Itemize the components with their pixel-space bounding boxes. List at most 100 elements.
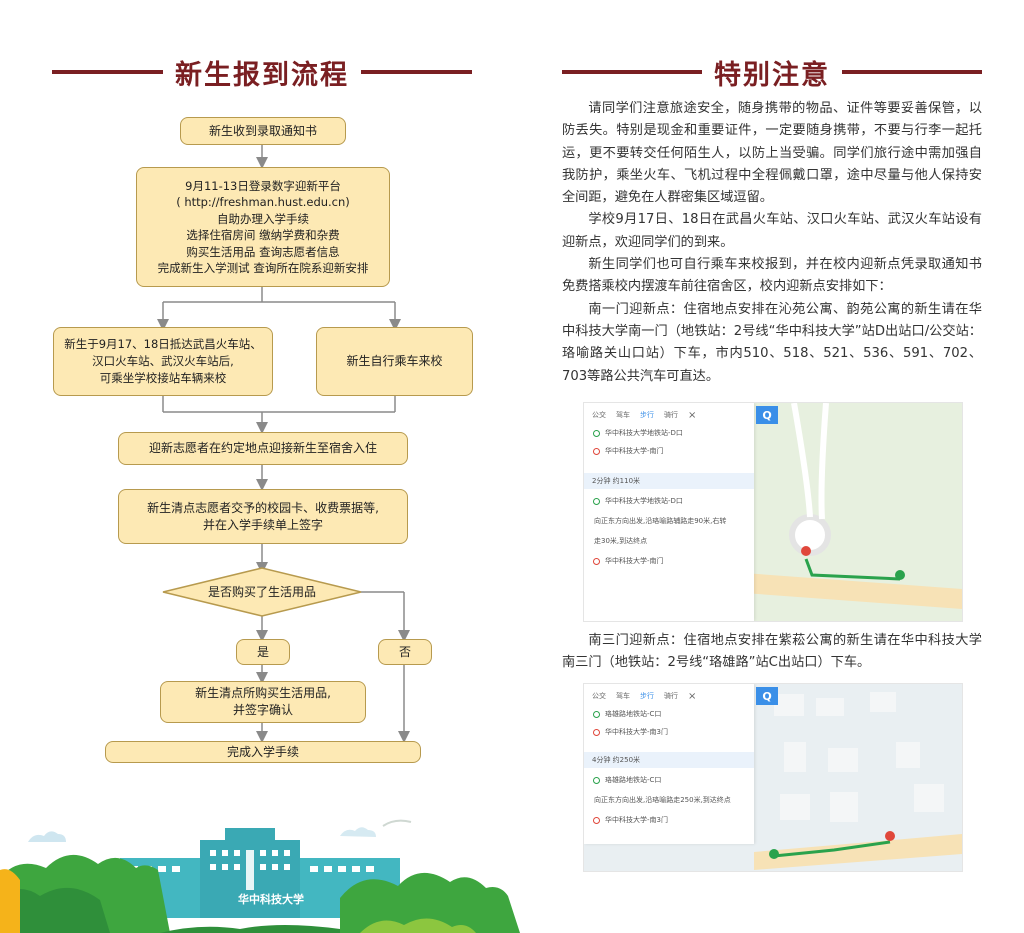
building-top [225,828,275,842]
cloud-icon [340,827,376,837]
tab-ride[interactable]: 骑行 [664,692,678,700]
route-from[interactable]: 华中科技大学地铁站-D口 [584,427,754,439]
close-icon[interactable]: × [688,690,697,702]
online-registration-line: 购买生活用品 查询志愿者信息 [186,244,340,259]
route-duration-text: 4分钟 约250米 [592,756,641,764]
title-rule-left [52,70,163,74]
confirm-purchase-line: 新生清点所购买生活用品, [195,686,331,700]
route-step-text: 华中科技大学地铁站-D口 [605,497,683,505]
flow-step-confirm-purchase: 新生清点所购买生活用品, 并签字确认 [160,681,366,723]
yes-text: 是 [256,644,269,659]
map-tabs: 公交 驾车 步行 骑行 × [584,407,754,423]
route-to[interactable]: 华中科技大学-南门 [584,445,754,457]
online-registration-line: 9月11-13日登录数字迎新平台 [185,178,341,193]
route-step-text: 华中科技大学-南3门 [605,816,668,824]
notice-paragraph-safety: 请同学们注意旅途安全，随身携带的物品、证件等要妥善保管，以防丢失。特别是现金和重… [562,101,982,206]
trees-left-front [0,887,110,933]
notice-paragraph-self-travel: 新生同学们也可自行乘车来校报到，并在校内迎新点凭录取通知书免费搭乘校内摆渡车前往… [562,257,982,295]
route-step: 走30米,到达终点 [584,535,754,547]
origin-dot-icon [593,710,600,718]
station-pickup-line: 可乘坐学校接站车辆来校 [99,371,227,385]
destination-dot-icon [593,557,600,565]
destination-dot-icon [593,447,600,455]
route-to-text: 华中科技大学-南门 [605,447,664,455]
route-step-text: 走30米,到达终点 [594,537,648,545]
notice-paragraph-south-gate-1: 南一门迎新点：住宿地点安排在沁苑公寓、韵苑公寓的新生请在华中科技大学南一门（地铁… [562,301,982,384]
tab-walk[interactable]: 步行 [640,411,654,419]
map-search-button[interactable]: Q [756,687,778,705]
tab-transit[interactable]: 公交 [592,411,606,419]
confirm-purchase-line: 并签字确认 [232,703,293,717]
flow-branch-station-pickup: 新生于9月17、18日抵达武昌火车站、 汉口火车站、武汉火车站后, 可乘坐学校接… [53,327,273,396]
route-step: 华中科技大学地铁站-D口 [584,495,754,507]
flow-branch-self-travel: 新生自行乘车来校 [316,327,473,396]
tab-ride[interactable]: 骑行 [664,411,678,419]
flow-step-check-items: 新生清点志愿者交予的校园卡、收费票据等, 并在入学手续单上签字 [118,489,408,544]
route-from-text: 珞雄路地铁站-C口 [605,710,662,718]
flow-step-receive-notice-text: 新生收到录取通知书 [208,123,317,138]
campus-illustration: 华中科技大学 [0,819,520,933]
route-from-text: 华中科技大学地铁站-D口 [605,429,683,437]
route-duration-text: 2分钟 约110米 [592,477,641,485]
cloud-icon [28,831,66,842]
route-duration: 2分钟 约110米 [584,473,754,489]
decision-diamond [162,567,362,617]
station-pickup-line: 新生于9月17、18日抵达武昌火车站、 [64,337,262,351]
decision-label: 是否购买了生活用品 [207,585,316,599]
route-to-text: 华中科技大学-南3门 [605,728,668,736]
title-rule-right [842,70,982,74]
right-section-title: 特别注意 [562,52,982,92]
origin-dot-icon [593,776,600,784]
tab-drive[interactable]: 驾车 [616,411,630,419]
no-text: 否 [398,644,411,659]
route-step-text: 向正东方向出发,沿珞喻路辅路走90米,右转 [594,517,727,525]
online-registration-line: 自助办理入学手续 [217,211,309,226]
flow-step-volunteer-welcome: 迎新志愿者在约定地点迎接新生至宿舍入住 [118,432,408,465]
complete-text: 完成入学手续 [226,744,299,759]
route-panel-1: 公交 驾车 步行 骑行 × 华中科技大学地铁站-D口 华中科技大学-南门 2分钟… [584,403,754,621]
trees-right [340,872,520,933]
map-search-button[interactable]: Q [756,406,778,424]
check-items-line: 新生清点志愿者交予的校园卡、收费票据等, [147,500,379,515]
online-registration-url: ( http://freshman.hust.edu.cn) [176,195,350,209]
destination-marker-icon [801,546,811,556]
self-travel-text: 新生自行乘车来校 [346,354,443,368]
destination-dot-icon [593,816,600,824]
route-step-text: 向正东方向出发,沿珞喻路走250米,到达终点 [594,796,731,804]
map-south-gate-1[interactable]: 公交 驾车 步行 骑行 × 华中科技大学地铁站-D口 华中科技大学-南门 2分钟… [583,402,963,622]
ground [160,925,340,933]
origin-dot-icon [593,429,600,437]
tab-walk[interactable]: 步行 [640,692,654,700]
flow-step-online-registration: 9月11-13日登录数字迎新平台 ( http://freshman.hust.… [136,167,390,287]
route-duration: 4分钟 约250米 [584,752,754,768]
route-step: 向正东方向出发,沿珞喻路辅路走90米,右转 [584,515,754,527]
route-step: 华中科技大学-南3门 [584,814,754,826]
route-step: 华中科技大学-南门 [584,555,754,567]
online-registration-line: 完成新生入学测试 查询所在院系迎新安排 [157,261,369,275]
route-step: 向正东方向出发,沿珞喻路走250米,到达终点 [584,794,754,806]
origin-dot-icon [593,497,600,505]
route-from[interactable]: 珞雄路地铁站-C口 [584,708,754,720]
notice-paragraph-station: 学校9月17日、18日在武昌火车站、汉口火车站、武汉火车站设有迎新点，欢迎同学们… [562,212,982,250]
bush-yellow [0,869,20,933]
flow-answer-yes: 是 [236,639,290,665]
destination-dot-icon [593,728,600,736]
route-to[interactable]: 华中科技大学-南3门 [584,726,754,738]
flow-answer-no: 否 [378,639,432,665]
close-icon[interactable]: × [688,409,697,421]
title-rule-right [361,70,472,74]
notice-paragraph-south-gate-3: 南三门迎新点：住宿地点安排在紫菘公寓的新生请在华中科技大学南三门（地铁站：2号线… [562,630,982,675]
statue-icon [246,850,254,890]
notice-text-block: 请同学们注意旅途安全，随身携带的物品、证件等要妥善保管，以防丢失。特别是现金和重… [562,98,982,388]
map-south-gate-3[interactable]: 公交 驾车 步行 骑行 × 珞雄路地铁站-C口 华中科技大学-南3门 4分钟 约… [583,683,963,872]
online-registration-line: 选择住宿房间 缴纳学费和杂费 [186,228,340,242]
route-step-text: 华中科技大学-南门 [605,557,664,565]
school-name-logo: 华中科技大学 [238,892,304,906]
check-items-line: 并在入学手续单上签字 [202,517,323,532]
tab-transit[interactable]: 公交 [592,692,606,700]
bird-icon [382,819,412,827]
destination-marker-icon [885,831,895,841]
map-tabs: 公交 驾车 步行 骑行 × [584,688,754,704]
tab-drive[interactable]: 驾车 [616,692,630,700]
trees-right-front [360,918,476,933]
